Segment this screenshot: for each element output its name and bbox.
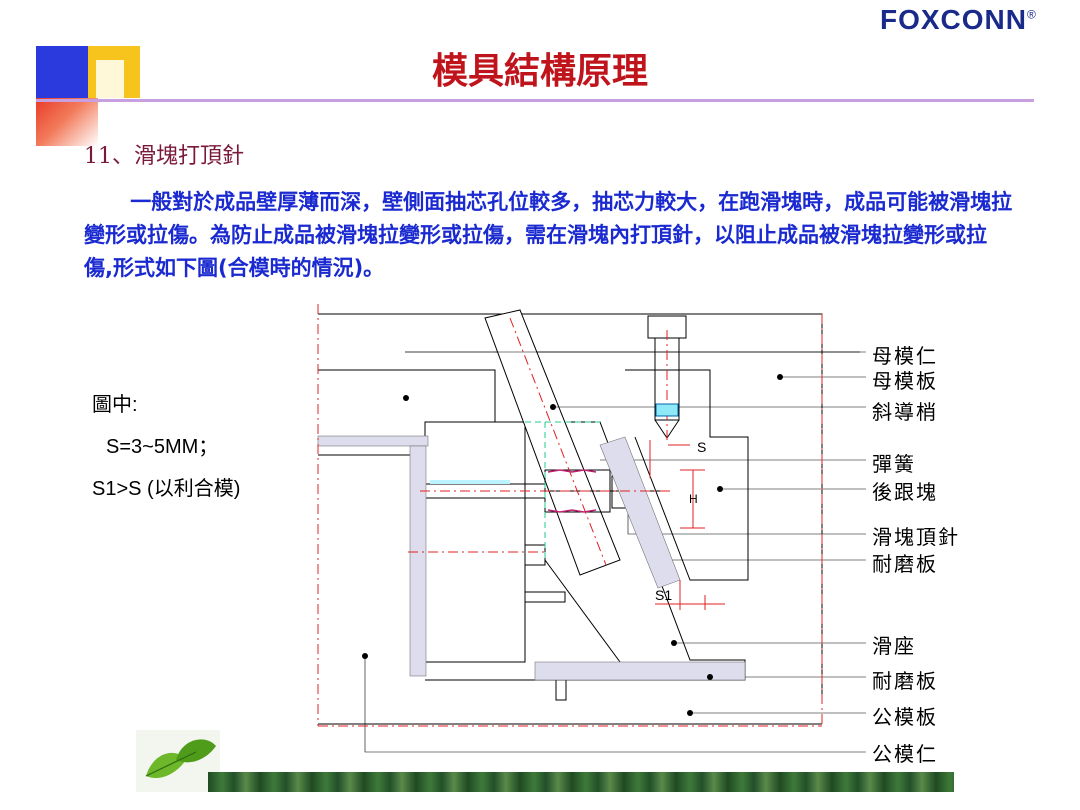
page-title: 模具結構原理: [431, 50, 648, 92]
label-cavity-plate: 母模板: [872, 369, 938, 393]
section-heading: 11、滑塊打頂針: [84, 144, 244, 169]
dim-s-label: S: [697, 439, 706, 455]
label-slide-ejector-pin: 滑塊頂針: [872, 525, 960, 549]
label-angle-pin: 斜導梢: [872, 400, 938, 424]
label-spring: 彈簧: [872, 452, 916, 476]
label-wear-plate-2: 耐磨板: [872, 669, 938, 693]
leaf-image: [136, 730, 220, 792]
decor-red-square: [36, 98, 98, 146]
label-wear-plate-1: 耐磨板: [872, 552, 938, 576]
label-cavity-insert: 母模仁: [872, 344, 938, 368]
dim-h-label: H: [689, 492, 698, 506]
green-footer-strip: [208, 772, 954, 792]
note-line-3: S1>S (以利合模): [92, 478, 241, 500]
foxconn-logo: FOXCONN®: [880, 4, 1037, 35]
note-line-2: S=3~5MM；: [106, 436, 219, 458]
title-divider: [36, 99, 1034, 102]
note-line-1: 圖中:: [92, 394, 138, 416]
label-heel-block: 後跟塊: [872, 480, 938, 504]
label-slide-seat: 滑座: [872, 634, 916, 658]
decor-white-inner: [96, 60, 124, 98]
leaf-icon: [145, 739, 216, 779]
label-core-plate: 公模板: [872, 705, 938, 729]
dim-s1-label: S1: [655, 587, 672, 603]
decor-blue-square: [36, 46, 88, 98]
section-paragraph: 一般對於成品壁厚薄而深，壁側面抽芯孔位較多，抽芯力較大，在跑滑塊時，成品可能被滑…: [84, 190, 1013, 280]
label-core-insert: 公模仁: [872, 742, 938, 766]
